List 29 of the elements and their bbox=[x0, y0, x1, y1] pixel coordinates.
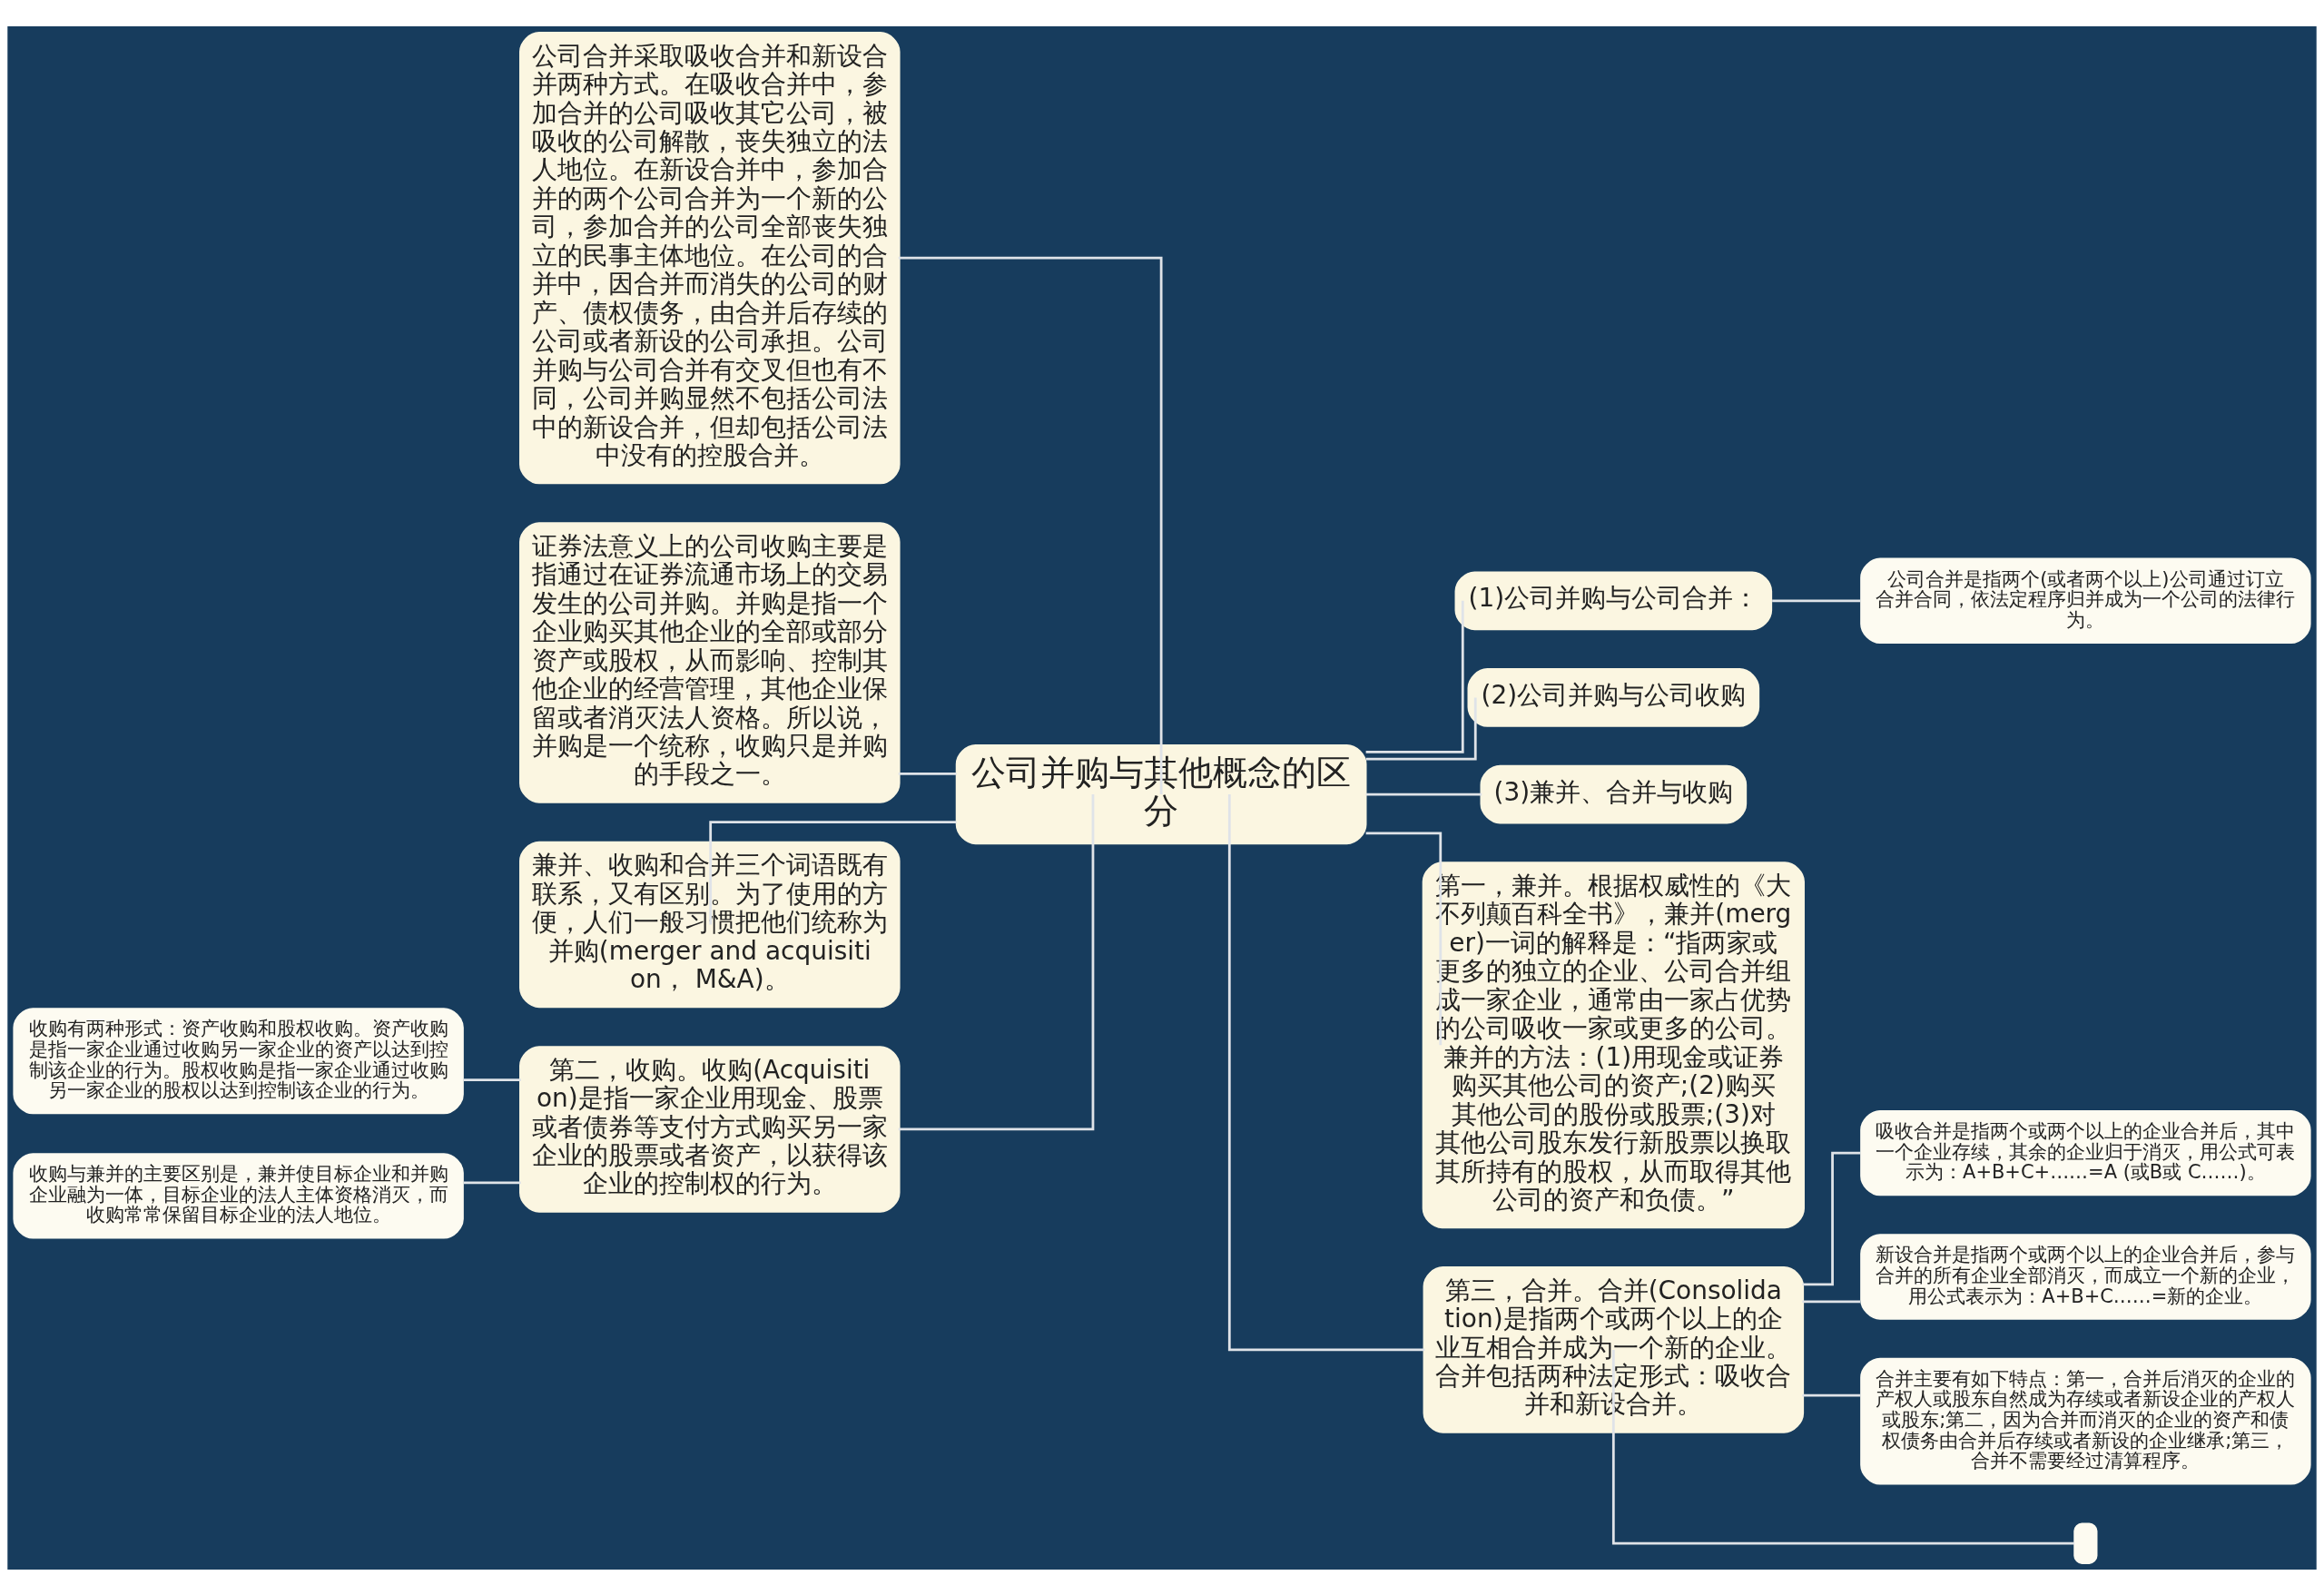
node-box: 合并主要有如下特点：第一，合并后消灭的企业的产权人或股东自然成为存续或者新设企业的产权人或股东;第二，因为合并而消灭的企业的资产和债权债务由合并后存续或者新设的企业继承;第三，合并不需要经过清算程序。 bbox=[1860, 1357, 2311, 1484]
connector bbox=[1802, 1299, 1861, 1303]
node-box: 公司合并采取吸收合并和新设合并两种方式。在吸收合并中，参加合并的公司吸收其它公司，被吸收的公司解散，丧失独立的法人地位。在新设合并中，参加合并的两个公司合并为一个新的公司，参加合并的公司全部丧失独立的民事主体地位。在公司的合并中，因合并而消失的公司的财产、债权债务，由合并后存续的公司或者新设的公司承担。公司并购与公司合并有交叉但也有不同，公司并购显然不包括公司法中的新设合并，但却包括公司法中没有的控股合并。 bbox=[519, 31, 901, 484]
node-box: 证券法意义上的公司收购主要是指通过在证券流通市场上的交易发生的公司并购。并购是指一个企业购买其他企业的全部或部分资产或股权，从而影响、控制其他企业的经营管理，其他企业保留或者消灭法人资格。所以说，并购是一个统称，收购只是并购的手段之一。 bbox=[519, 521, 901, 803]
node-box: 公司并购与其他概念的区分 bbox=[955, 743, 1367, 844]
node-box: 收购与兼并的主要区别是，兼并使目标企业和并购企业融为一体，目标企业的法人主体资格消灭，而收购常常保留目标企业的法人地位。 bbox=[13, 1152, 464, 1239]
node-box: 公司合并是指两个(或者两个以上)公司通过订立合并合同，依法定程序归并成为一个公司的法律行为。 bbox=[1860, 557, 2311, 644]
node-box: (1)公司并购与公司合并： bbox=[1454, 570, 1773, 630]
connector bbox=[1365, 600, 1464, 753]
connector bbox=[709, 820, 957, 924]
node-box bbox=[2073, 1521, 2098, 1564]
connector bbox=[898, 793, 1095, 1130]
connector bbox=[1611, 1349, 2075, 1545]
node-box: 兼并、收购和合并三个词语既有联系，又有区别。为了使用的方便，人们一般习惯把他们统称为并购(merger and acquisition， M&A)。 bbox=[519, 841, 901, 1008]
connector bbox=[898, 256, 1163, 794]
node-box: (2)公司并购与公司收购 bbox=[1467, 667, 1760, 727]
node-box: (3)兼并、合并与收购 bbox=[1480, 764, 1748, 823]
connector bbox=[1227, 793, 1425, 1351]
node-box: 第二，收购。收购(Acquisition)是指一家企业用现金、股票或者债券等支付方式购买另一家企业的股票或者资产，以获得该企业的控制权的行为。 bbox=[519, 1045, 901, 1213]
connector bbox=[1802, 1393, 1861, 1397]
connector bbox=[463, 1078, 521, 1081]
connector bbox=[1365, 793, 1482, 795]
connector bbox=[1772, 598, 1861, 602]
connector bbox=[898, 772, 957, 775]
connector bbox=[463, 1181, 521, 1184]
node-box: 新设合并是指两个或两个以上的企业合并后，参与合并的所有企业全部消灭，而成立一个新的企业，用公式表示为：A+B+C……=新的企业。 bbox=[1860, 1233, 2311, 1320]
connector bbox=[1365, 696, 1477, 760]
node-box: 收购有两种形式：资产收购和股权收购。资产收购是指一家企业通过收购另一家企业的资产以达到控制该企业的行为。股权收购是指一家企业通过收购另一家企业的股权以达到控制该企业的行为。 bbox=[13, 1007, 464, 1114]
node-box: 吸收合并是指两个或两个以上的企业合并后，其中一个企业存续，其余的企业归于消灭，用公式可表示为：A+B+C+……=A (或B或 C……)。 bbox=[1860, 1109, 2311, 1196]
